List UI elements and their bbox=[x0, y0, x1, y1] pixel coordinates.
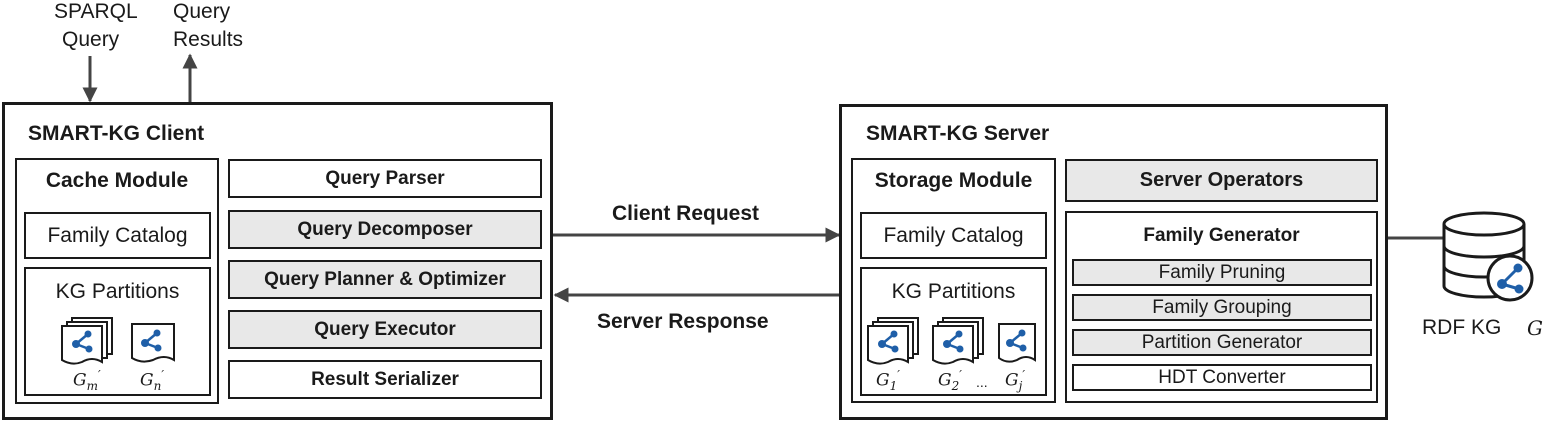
query-results-line2: Results bbox=[173, 28, 244, 51]
query-executor: Query Executor bbox=[228, 310, 542, 349]
partition-label-g2: G2′ bbox=[938, 368, 962, 394]
graph-document-icon bbox=[61, 317, 113, 365]
result-serializer: Result Serializer bbox=[228, 360, 542, 399]
family-generator-title: Family Generator bbox=[1143, 225, 1300, 246]
partition-generator: Partition Generator bbox=[1072, 329, 1372, 356]
rdf-kg-symbol: G bbox=[1527, 316, 1543, 340]
family-grouping: Family Grouping bbox=[1072, 294, 1372, 321]
sparql-query-label: SPARQL Query bbox=[54, 0, 138, 54]
partition-ellipsis: ... bbox=[976, 374, 988, 390]
server-response-label: Server Response bbox=[597, 310, 769, 333]
family-pruning: Family Pruning bbox=[1072, 259, 1372, 286]
rdf-kg-label: RDF KG bbox=[1422, 316, 1502, 339]
query-parser: Query Parser bbox=[228, 159, 542, 198]
graph-document-icon bbox=[867, 317, 919, 365]
client-title: SMART-KG Client bbox=[28, 122, 205, 145]
cache-module-title: Cache Module bbox=[45, 169, 189, 192]
partition-label-g1: G1′ bbox=[876, 368, 900, 394]
query-results-label: Query Results bbox=[173, 0, 243, 54]
graph-document-icon bbox=[131, 323, 175, 363]
query-results-line1: Query bbox=[173, 0, 231, 23]
cache-kg-partitions-title: KG Partitions bbox=[55, 280, 180, 303]
server-operators: Server Operators bbox=[1065, 159, 1378, 202]
sparql-query-line1: SPARQL bbox=[54, 0, 138, 23]
client-request-label: Client Request bbox=[612, 202, 760, 225]
cache-family-catalog: Family Catalog bbox=[24, 212, 211, 259]
graph-document-icon bbox=[932, 317, 984, 365]
server-title: SMART-KG Server bbox=[866, 122, 1050, 145]
partition-label-gj: Gj′ bbox=[1005, 368, 1026, 394]
storage-family-catalog: Family Catalog bbox=[860, 212, 1047, 259]
storage-kg-partitions-title: KG Partitions bbox=[891, 280, 1016, 303]
storage-module-title: Storage Module bbox=[874, 169, 1033, 192]
query-decomposer: Query Decomposer bbox=[228, 210, 542, 249]
graph-document-icon bbox=[998, 323, 1036, 363]
partition-label-gn: Gn′ bbox=[140, 368, 165, 394]
cache-kg-partitions bbox=[24, 267, 211, 396]
query-planner-optimizer: Query Planner & Optimizer bbox=[228, 260, 542, 299]
database-icon bbox=[1442, 211, 1534, 302]
partition-label-gm: Gm′ bbox=[73, 368, 101, 394]
sparql-query-line2: Query bbox=[62, 28, 120, 51]
hdt-converter: HDT Converter bbox=[1072, 364, 1372, 391]
